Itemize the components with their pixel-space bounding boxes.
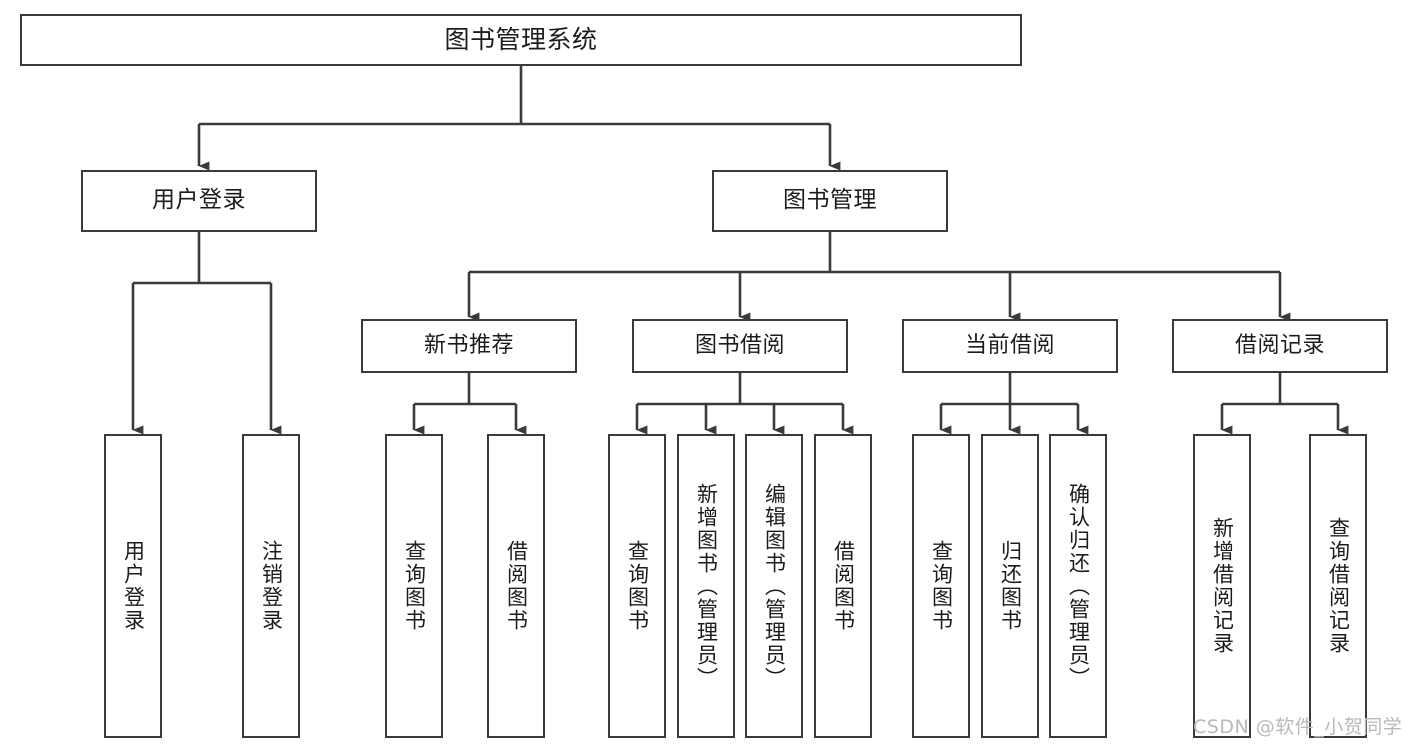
node-leaf-borrow-add-book-label: 新增图书（管理员） xyxy=(694,482,719,690)
node-leaf-user-logout-label: 注销登录 xyxy=(259,540,284,632)
csdn-watermark: CSDN @软件_小贺同学 xyxy=(1193,712,1402,739)
node-leaf-borrow-query-book-label: 查询图书 xyxy=(625,540,650,632)
node-borrow-record-label: 借阅记录 xyxy=(1234,333,1325,359)
node-new-book-recommend[interactable]: 新书推荐 xyxy=(361,319,577,373)
node-leaf-user-login-label: 用户登录 xyxy=(121,540,146,632)
node-leaf-record-add[interactable]: 新增借阅记录 xyxy=(1193,434,1251,738)
node-leaf-current-return-book-label: 归还图书 xyxy=(998,540,1023,632)
node-leaf-borrow-query-book[interactable]: 查询图书 xyxy=(608,434,666,738)
node-user-login-module-label: 用户登录 xyxy=(152,187,246,214)
node-leaf-borrow-lend-book[interactable]: 借阅图书 xyxy=(814,434,872,738)
node-leaf-current-confirm-return[interactable]: 确认归还（管理员） xyxy=(1049,434,1107,738)
node-leaf-recommend-query-book-label: 查询图书 xyxy=(402,540,427,632)
node-leaf-borrow-edit-book[interactable]: 编辑图书（管理员） xyxy=(745,434,803,738)
node-leaf-current-query-book[interactable]: 查询图书 xyxy=(912,434,970,738)
node-leaf-current-confirm-return-label: 确认归还（管理员） xyxy=(1066,482,1091,690)
node-current-borrow-label: 当前借阅 xyxy=(964,333,1055,359)
node-book-borrow-label: 图书借阅 xyxy=(694,333,785,359)
csdn-watermark-text: CSDN @软件_小贺同学 xyxy=(1193,716,1403,738)
node-current-borrow[interactable]: 当前借阅 xyxy=(902,319,1118,373)
node-new-book-recommend-label: 新书推荐 xyxy=(423,333,514,359)
node-leaf-borrow-add-book[interactable]: 新增图书（管理员） xyxy=(677,434,735,738)
node-book-borrow[interactable]: 图书借阅 xyxy=(632,319,848,373)
node-leaf-user-login[interactable]: 用户登录 xyxy=(104,434,162,738)
node-leaf-borrow-edit-book-label: 编辑图书（管理员） xyxy=(762,482,787,690)
node-leaf-recommend-borrow-book[interactable]: 借阅图书 xyxy=(487,434,545,738)
node-book-manage-module-label: 图书管理 xyxy=(783,187,877,214)
node-user-login-module[interactable]: 用户登录 xyxy=(81,170,317,232)
node-leaf-user-logout[interactable]: 注销登录 xyxy=(242,434,300,738)
node-root-system[interactable]: 图书管理系统 xyxy=(20,14,1022,66)
node-leaf-record-query-label: 查询借阅记录 xyxy=(1326,517,1351,655)
node-leaf-current-return-book[interactable]: 归还图书 xyxy=(981,434,1039,738)
node-leaf-record-query[interactable]: 查询借阅记录 xyxy=(1309,434,1367,738)
node-leaf-record-add-label: 新增借阅记录 xyxy=(1210,517,1235,655)
node-leaf-current-query-book-label: 查询图书 xyxy=(929,540,954,632)
node-book-manage-module[interactable]: 图书管理 xyxy=(712,170,948,232)
node-borrow-record[interactable]: 借阅记录 xyxy=(1172,319,1388,373)
node-leaf-borrow-lend-book-label: 借阅图书 xyxy=(831,540,856,632)
node-leaf-recommend-query-book[interactable]: 查询图书 xyxy=(385,434,443,738)
node-leaf-recommend-borrow-book-label: 借阅图书 xyxy=(504,540,529,632)
node-root-system-label: 图书管理系统 xyxy=(444,25,598,55)
